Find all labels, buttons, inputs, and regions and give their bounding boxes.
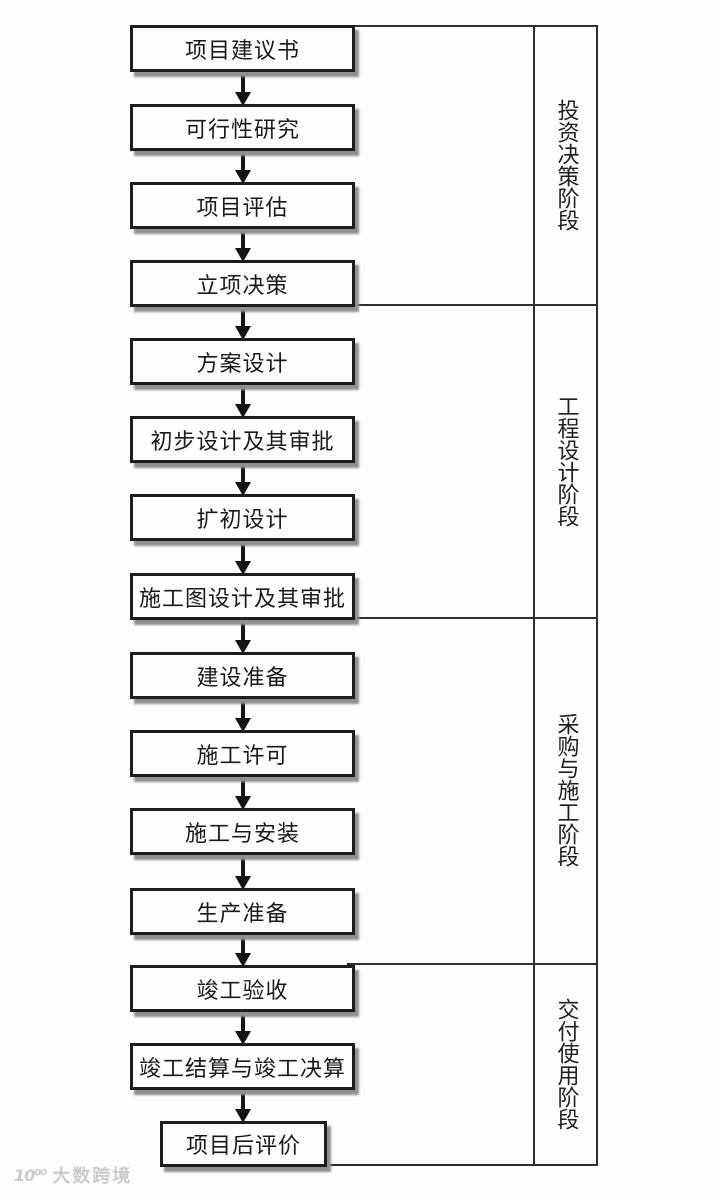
down-arrow [235,853,251,890]
arrow-head-icon [235,953,251,967]
flow-step-construction-preparation: 建设准备 [130,652,355,699]
arrow-shaft [241,226,245,248]
phase-bracket-outer-line [596,25,598,1166]
arrow-shaft [241,148,245,170]
phase-bracket-inner-line [533,25,535,1166]
flow-step-label: 可行性研究 [184,117,300,143]
arrow-head-icon [235,326,251,340]
down-arrow [235,618,251,654]
arrow-head-icon [235,718,251,732]
phase-divider-1-line [352,304,598,306]
arrow-shaft [241,775,245,796]
down-arrow [235,1010,251,1045]
flow-step-scheme-design: 方案设计 [130,338,355,385]
arrow-head-icon [235,482,251,496]
flow-step-construction-installation: 施工与安装 [130,808,355,855]
phase-label: 投资决策阶段 [553,98,579,231]
down-arrow [235,148,251,184]
flow-step-label: 项目评估 [196,195,289,221]
arrow-shaft [241,70,245,92]
down-arrow [235,775,251,810]
down-arrow [235,383,251,418]
flow-step-label: 生产准备 [196,901,289,927]
flow-step-production-preparation: 生产准备 [130,888,355,935]
flow-step-label: 施工许可 [196,743,289,769]
phase-divider-2-line [352,617,598,619]
down-arrow [235,933,251,967]
flow-step-label: 竣工结算与竣工决算 [138,1056,346,1082]
flow-step-approval-decision: 立项决策 [130,260,355,307]
phase-section-procurement-construction: 采购与施工阶段 [535,617,596,963]
arrow-shaft [241,933,245,953]
arrow-shaft [241,305,245,326]
flow-step-construction-drawing-design: 施工图设计及其审批 [130,573,355,620]
flow-step-preliminary-design-approval: 初步设计及其审批 [130,416,355,463]
flow-step-project-proposal: 项目建议书 [130,25,355,72]
flow-step-post-project-evaluation: 项目后评价 [160,1121,327,1167]
arrow-shaft [241,1010,245,1031]
phase-label: 采购与施工阶段 [553,713,579,867]
flow-step-label: 项目建议书 [184,38,300,64]
flow-step-label: 施工与安装 [184,821,300,847]
flow-step-label: 方案设计 [196,351,289,377]
down-arrow [235,1088,251,1123]
arrow-head-icon [235,1031,251,1045]
arrow-head-icon [235,248,251,262]
phase-section-investment-decision: 投资决策阶段 [535,25,596,304]
phase-label: 交付使用阶段 [553,997,579,1130]
arrow-shaft [241,1088,245,1109]
flow-step-label: 施工图设计及其审批 [138,586,346,612]
flow-step-completion-settlement: 竣工结算与竣工决算 [130,1043,355,1090]
arrow-shaft [241,461,245,482]
arrow-head-icon [235,876,251,890]
flow-step-expanded-preliminary-design: 扩初设计 [130,494,355,541]
arrow-shaft [241,539,245,561]
watermark: 10⁰⁰ 大数跨境 [14,1162,132,1188]
arrow-head-icon [235,796,251,810]
phase-label: 工程设计阶段 [553,394,579,527]
flow-step-label: 扩初设计 [196,507,289,533]
watermark-text: 大数跨境 [52,1166,133,1187]
down-arrow [235,697,251,732]
arrow-head-icon [235,170,251,184]
arrow-shaft [241,853,245,876]
down-arrow [235,461,251,496]
watermark-logo-icon: 10⁰⁰ [14,1165,47,1185]
arrow-head-icon [235,92,251,106]
phase-section-delivery-use: 交付使用阶段 [535,963,596,1164]
down-arrow [235,226,251,262]
down-arrow [235,70,251,106]
flow-step-label: 项目后评价 [185,1134,301,1159]
arrow-head-icon [235,561,251,575]
down-arrow [235,305,251,340]
arrow-shaft [241,383,245,404]
flow-step-completion-acceptance: 竣工验收 [130,965,355,1012]
phase-section-engineering-design: 工程设计阶段 [535,304,596,617]
arrow-head-icon [235,1109,251,1123]
flow-step-label: 竣工验收 [196,978,289,1004]
flow-step-project-evaluation: 项目评估 [130,182,355,229]
flow-step-label: 立项决策 [196,273,289,299]
arrow-shaft [241,697,245,718]
arrow-head-icon [235,404,251,418]
phase-bracket-top-line [352,25,598,27]
arrow-shaft [241,618,245,640]
flow-step-feasibility-study: 可行性研究 [130,104,355,151]
phase-bracket-bottom-line [324,1164,598,1166]
arrow-head-icon [235,640,251,654]
phase-divider-3-line [347,963,598,965]
flow-step-label: 建设准备 [196,665,289,691]
down-arrow [235,539,251,575]
flow-step-label: 初步设计及其审批 [150,429,335,455]
flow-step-construction-permit: 施工许可 [130,730,355,777]
